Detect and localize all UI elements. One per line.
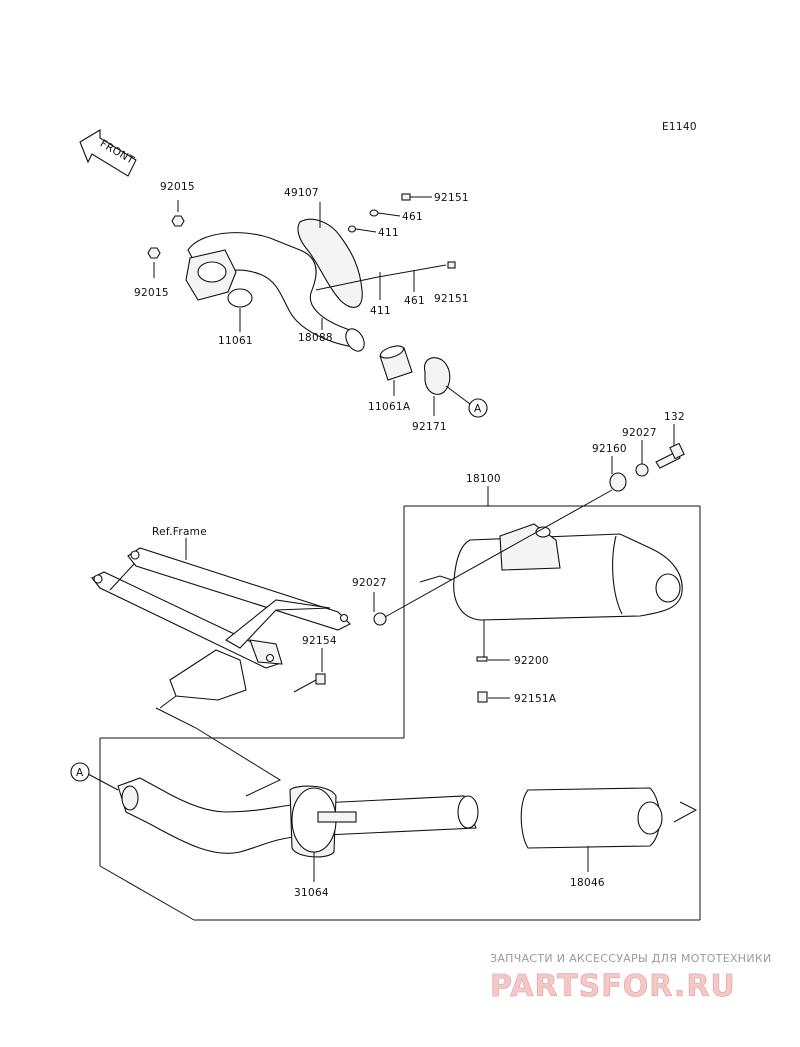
washer-92200 bbox=[476, 656, 488, 662]
callout-92027: 92027 bbox=[352, 577, 387, 589]
bolt-92151-lower bbox=[447, 261, 456, 269]
callout-461: 461 bbox=[404, 295, 425, 307]
callout-92151: 92151 bbox=[434, 192, 469, 204]
nut-92015-upper bbox=[171, 215, 185, 227]
heat-guard-49107 bbox=[297, 218, 363, 308]
callout-92015: 92015 bbox=[134, 287, 169, 299]
callout-92171: 92171 bbox=[412, 421, 447, 433]
header-pipe-18088 bbox=[185, 232, 365, 352]
pipe-mesh bbox=[317, 811, 357, 823]
callout-92151: 92151 bbox=[434, 293, 469, 305]
ref-marker-a-label: A bbox=[474, 403, 482, 415]
leader-lines-muffler bbox=[373, 424, 675, 699]
callout-411: 411 bbox=[370, 305, 391, 317]
callout-92200: 92200 bbox=[514, 655, 549, 667]
callout-92015: 92015 bbox=[160, 181, 195, 193]
callout-11061: 11061 bbox=[218, 335, 253, 347]
callout-18046: 18046 bbox=[570, 877, 605, 889]
clamp-92171 bbox=[423, 357, 451, 395]
front-arrow-icon: FRONT bbox=[79, 129, 137, 177]
callout-ref-frame: Ref.Frame bbox=[152, 526, 207, 538]
callout-411: 411 bbox=[378, 227, 399, 239]
leader-lines-upper bbox=[153, 196, 471, 416]
callout-49107: 49107 bbox=[284, 187, 319, 199]
callout-18100: 18100 bbox=[466, 473, 501, 485]
packing-18046 bbox=[520, 787, 698, 849]
collar-92027-upper bbox=[635, 463, 649, 477]
bolt-92151A bbox=[477, 691, 488, 703]
leader-lines-frame bbox=[155, 538, 323, 797]
muffler-18100 bbox=[453, 523, 683, 621]
callout-132: 132 bbox=[664, 411, 685, 423]
callout-18088: 18088 bbox=[298, 332, 333, 344]
callout-11061A: 11061A bbox=[368, 401, 411, 413]
callout-92151A: 92151A bbox=[514, 693, 557, 705]
front-pipe-31064 bbox=[117, 777, 479, 858]
rear-frame bbox=[91, 547, 351, 701]
ref-marker-a-label: A bbox=[76, 767, 84, 779]
collar-92027-lower bbox=[373, 612, 387, 626]
bolt-132 bbox=[655, 442, 685, 469]
washer-461-upper bbox=[369, 209, 379, 217]
diagram-code: E1140 bbox=[662, 121, 697, 133]
callout-92160: 92160 bbox=[592, 443, 627, 455]
gasket-11061 bbox=[227, 288, 253, 308]
watermark-tagline: ЗАПЧАСТИ И АКСЕССУАРЫ ДЛЯ МОТОТЕХНИКИ bbox=[490, 952, 772, 965]
sleeve-11061A bbox=[379, 345, 413, 381]
bolt-92154 bbox=[315, 673, 326, 685]
callout-92154: 92154 bbox=[302, 635, 337, 647]
callout-92027: 92027 bbox=[622, 427, 657, 439]
callout-461: 461 bbox=[402, 211, 423, 223]
bolt-92151-upper bbox=[401, 193, 411, 201]
ref-marker-a-upper bbox=[468, 398, 488, 418]
damper-92160 bbox=[609, 472, 627, 492]
muffler-box-18100 bbox=[99, 486, 701, 921]
leader-lines-lower bbox=[87, 773, 589, 882]
collar-411-upper bbox=[347, 225, 357, 233]
nut-92015-lower bbox=[147, 247, 161, 259]
watermark-logo: PARTSFOR.RU bbox=[490, 969, 736, 1004]
ref-marker-a-lower bbox=[70, 762, 90, 782]
callout-31064: 31064 bbox=[294, 887, 329, 899]
